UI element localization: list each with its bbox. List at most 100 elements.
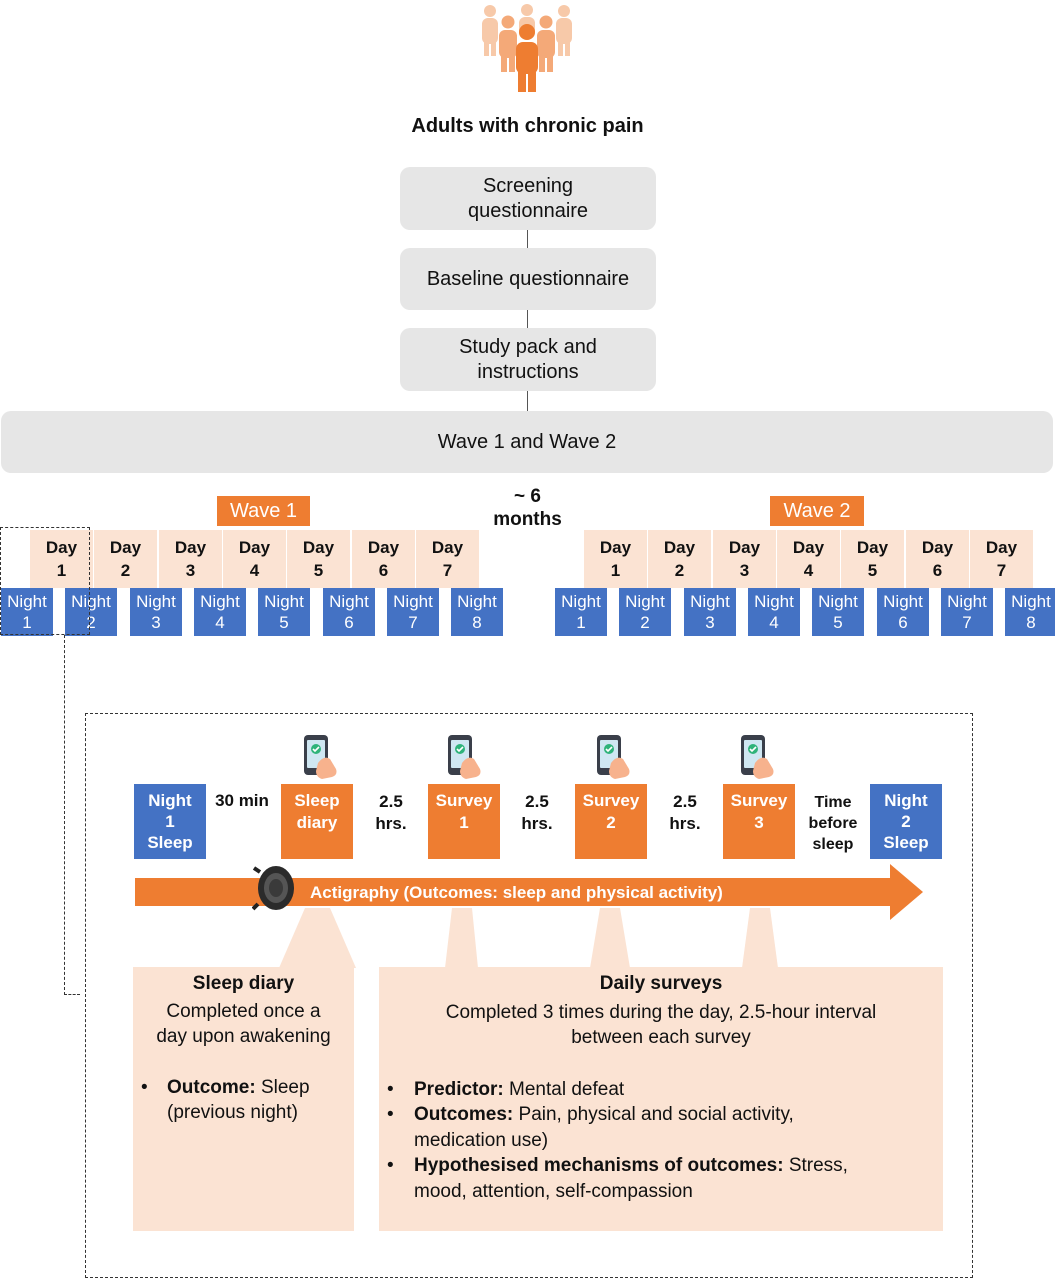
survey1-box: Survey 1 [428, 784, 500, 859]
wave2-day-2-line2: 2 [674, 561, 685, 580]
mechanisms-label: Hypothesised mechanisms of outcomes: [414, 1155, 784, 1176]
wave1-night-8-line2: 8 [472, 613, 482, 632]
survey-panel-desc-line2: between each survey [571, 1027, 751, 1048]
wave1-night-6-line1: Night [329, 592, 369, 611]
interval-2-5h: 2.5 hrs. [508, 790, 566, 836]
wave1-day-4-line1: Day [238, 538, 271, 557]
interval-line2: hrs. [669, 814, 701, 833]
sleep-panel-outcome: Outcome: Sleep (previous night) [133, 1075, 354, 1125]
wave1-night-6-line2: 6 [344, 613, 354, 632]
wave2-night-4-line2: 4 [769, 613, 779, 632]
wave1-night-1: Night 1 [1, 588, 53, 636]
wave2-day-4-line2: 4 [803, 561, 814, 580]
before-sleep-line1: Time [814, 793, 852, 811]
wave1-day-1-line2: 1 [56, 561, 67, 580]
sleep-diary-line1: Sleep [294, 791, 340, 810]
wave1-night-1-line2: 1 [22, 613, 32, 632]
wave2-night-7-line2: 7 [962, 613, 972, 632]
night2-line3: Sleep [883, 833, 929, 852]
night2-line2: 2 [901, 812, 911, 831]
waves-box-label: Wave 1 and Wave 2 [437, 430, 617, 453]
wave1-night-7-line2: 7 [408, 613, 418, 632]
wave2-night-6-line1: Night [883, 592, 923, 611]
daily-surveys-panel: Daily surveys Completed 3 times during t… [379, 967, 943, 1231]
wave1-day-4: Day 4 [223, 530, 286, 588]
wave1-day-7-line1: Day [431, 538, 464, 557]
wave1-night-5-line2: 5 [279, 613, 289, 632]
wave1-night-7-line1: Night [393, 592, 433, 611]
night1-line1: Night [148, 791, 192, 810]
mechanisms-text: Stress, [783, 1155, 848, 1176]
population-label: Adults with chronic pain [400, 100, 655, 152]
interval-30min: 30 min [208, 790, 276, 812]
wave1-night-6: Night 6 [323, 588, 375, 636]
interval-before-sleep: Time before sleep [798, 790, 868, 856]
survey3-line2: 3 [754, 813, 764, 832]
outcome-line2: (previous night) [167, 1102, 298, 1123]
wave1-day-7-line2: 7 [442, 561, 453, 580]
predictor-item: Predictor: Mental defeat [379, 1077, 943, 1103]
wave1-night-5-line1: Night [264, 592, 304, 611]
wave1-label-text: Wave 1 [229, 499, 298, 522]
wave1-day-3-line2: 3 [185, 561, 196, 580]
wave1-night-3-line1: Night [136, 592, 176, 611]
sleep-panel-desc-line2: day upon awakening [156, 1026, 331, 1047]
wave2-night-1-line1: Night [561, 592, 601, 611]
selection-highlight [0, 527, 90, 635]
study-pack-label: Study pack and instructions [459, 335, 597, 383]
survey3-line1: Survey [730, 791, 788, 810]
wave1-day-7: Day 7 [416, 530, 479, 588]
wave2-day-5-line2: 5 [867, 561, 878, 580]
connector-line [527, 230, 528, 248]
wave1-night-2-line2: 2 [86, 613, 96, 632]
mechanisms-item: Hypothesised mechanisms of outcomes: Str… [379, 1153, 943, 1204]
interval-2-5h: 2.5 hrs. [656, 790, 714, 836]
survey2-box: Survey 2 [575, 784, 647, 859]
mechanisms-line2: mood, attention, self-compassion [414, 1180, 693, 1202]
wave2-day-7-line2: 7 [996, 561, 1007, 580]
interval-line1: 2.5 [379, 792, 403, 811]
population-text: Adults with chronic pain [411, 114, 644, 137]
wave2-night-5-line1: Night [818, 592, 858, 611]
wave1-night-8: Night 8 [451, 588, 503, 636]
detail-frame [85, 713, 973, 1278]
wave2-label: Wave 2 [770, 496, 864, 526]
sleep-panel-desc-line1: Completed once a [166, 1001, 321, 1022]
outcomes-item: Outcomes: Pain, physical and social acti… [379, 1102, 943, 1153]
outcome-text: Sleep [255, 1077, 310, 1098]
night1-sleep-box: Night 1 Sleep [134, 784, 206, 859]
interval-2-5h: 2.5 hrs. [362, 790, 420, 836]
actigraphy-label-text: Actigraphy (Outcomes: sleep and physical… [310, 883, 723, 902]
interval-line2: hrs. [521, 814, 553, 833]
sleep-diary-panel: Sleep diary Completed once a day upon aw… [133, 967, 354, 1231]
wave2-day-3-line2: 3 [739, 561, 750, 580]
wave1-night-1-line1: Night [7, 592, 47, 611]
interval-30min-text: 30 min [215, 791, 269, 810]
wave2-night-8-line1: Night [1011, 592, 1051, 611]
wave1-night-8-line1: Night [457, 592, 497, 611]
wave2-day-1-line1: Day [599, 538, 632, 557]
connector-line [527, 310, 528, 328]
wave1-night-4-line1: Night [200, 592, 240, 611]
dashed-connector [64, 635, 80, 995]
wave1-day-5-line1: Day [302, 538, 335, 557]
night2-line1: Night [884, 791, 928, 810]
night1-line3: Sleep [147, 833, 193, 852]
interval-line1: 2.5 [673, 792, 697, 811]
wave1-day-2-line1: Day [109, 538, 142, 557]
wave1-day-4-line2: 4 [249, 561, 260, 580]
predictor-text: Mental defeat [503, 1078, 625, 1100]
gap-label: ~ 6 months [480, 484, 575, 532]
